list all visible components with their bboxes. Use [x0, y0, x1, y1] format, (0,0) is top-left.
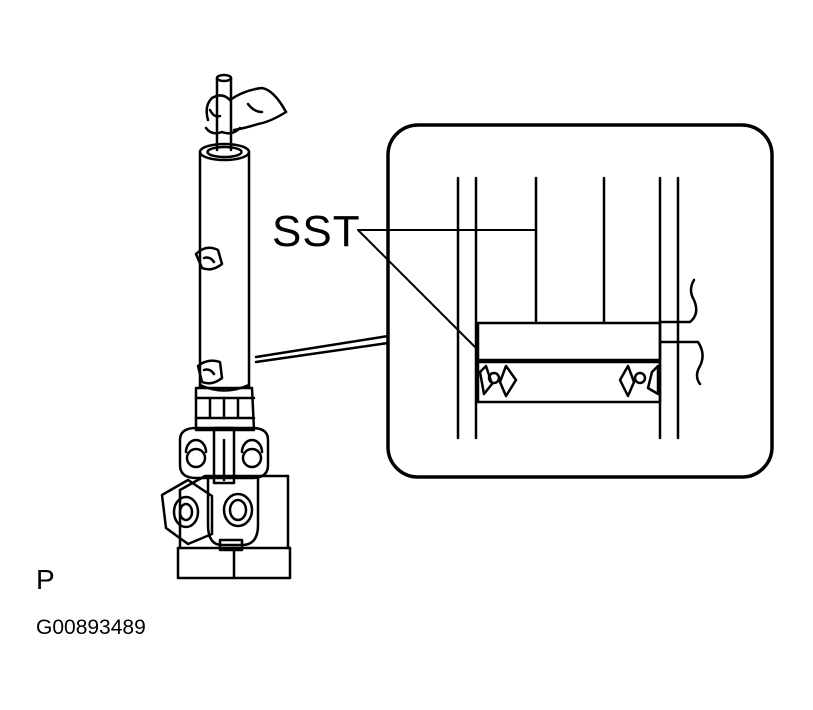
sst-leaders	[357, 229, 537, 349]
tool-tube	[198, 142, 251, 392]
valve-body	[160, 426, 270, 552]
view-code-label: P	[36, 564, 55, 595]
figure-id-label: G00893489	[36, 616, 146, 639]
fingers	[194, 246, 224, 385]
hand	[204, 86, 288, 135]
sst-callout-label: SST	[272, 207, 361, 256]
base-block	[176, 474, 292, 580]
collar	[194, 386, 256, 432]
detail-frame	[386, 123, 774, 479]
detail-contents	[456, 176, 704, 440]
detail-leader	[254, 334, 390, 364]
rod	[215, 73, 233, 152]
